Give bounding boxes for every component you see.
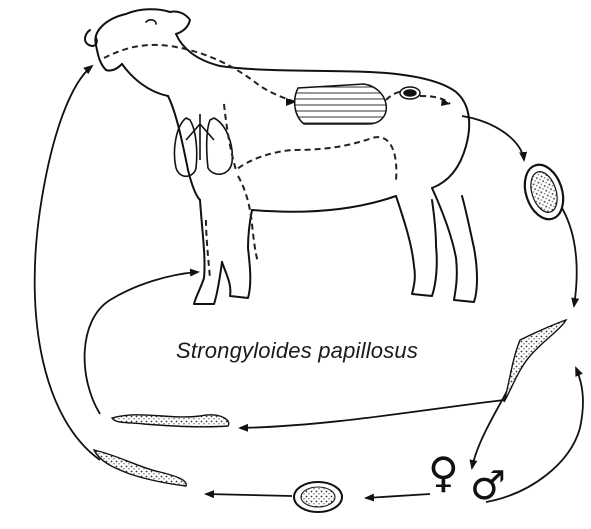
female-symbol: ♀	[428, 452, 459, 494]
male-symbol: ♂	[470, 466, 506, 506]
migration-route-dashed	[104, 45, 450, 278]
intestine-illustration	[295, 84, 420, 124]
free-living-egg-illustration	[294, 482, 342, 512]
lamb-outline	[85, 9, 477, 304]
egg-stage-illustration	[518, 160, 570, 224]
external-cycle-arrows	[35, 66, 583, 502]
species-name-label: Strongyloides papillosus	[176, 338, 476, 364]
